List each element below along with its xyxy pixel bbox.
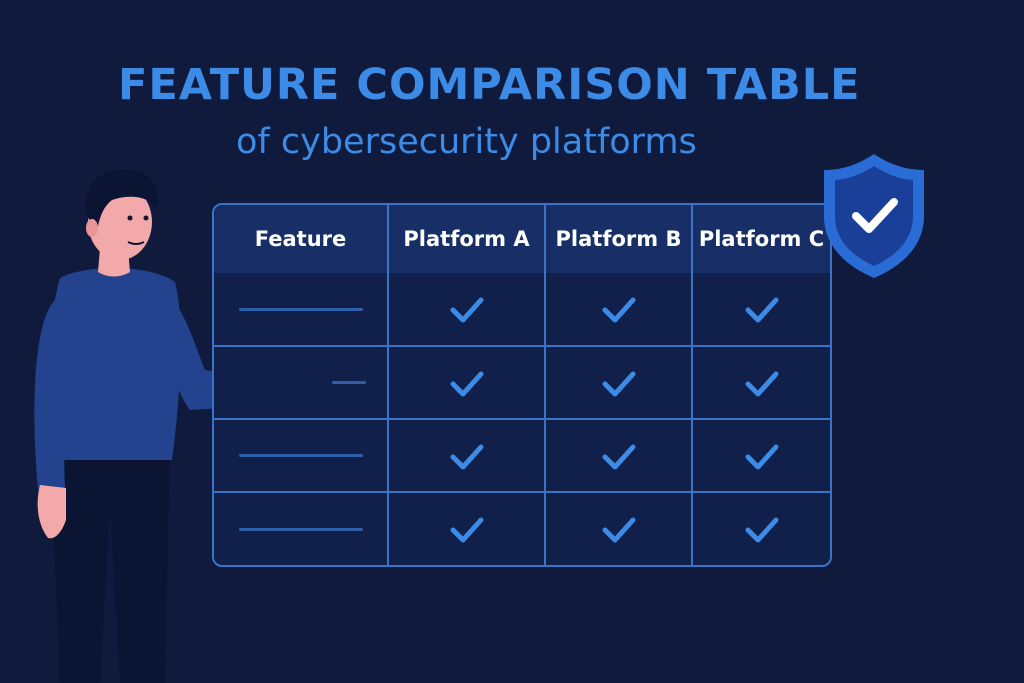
check-icon <box>745 517 778 543</box>
platform-b-cell <box>544 273 693 347</box>
check-icon <box>602 444 635 469</box>
platform-c-cell <box>691 345 830 420</box>
table-header-row: Feature Platform A Platform B Platform C <box>214 205 830 273</box>
platform-b-cell <box>544 491 693 565</box>
check-icon <box>745 444 778 469</box>
check-icon <box>450 297 483 323</box>
page-subtitle: of cybersecurity platforms <box>236 122 697 162</box>
platform-b-cell <box>544 345 693 420</box>
table-row <box>214 491 830 565</box>
feature-placeholder-line <box>238 307 363 311</box>
check-icon <box>745 371 778 396</box>
check-icon <box>450 371 483 396</box>
column-header-platform-c: Platform C <box>691 205 830 273</box>
feature-cell <box>214 345 389 420</box>
column-header-platform-b: Platform B <box>544 205 693 273</box>
comparison-table: Feature Platform A Platform B Platform C <box>212 203 832 567</box>
check-icon <box>450 444 483 469</box>
feature-cell <box>214 273 389 347</box>
check-icon <box>450 517 483 543</box>
presenter-illustration <box>34 169 320 683</box>
column-header-platform-a: Platform A <box>387 205 546 273</box>
shield-check-icon <box>824 154 924 278</box>
check-icon <box>602 517 635 543</box>
platform-a-cell <box>387 345 546 420</box>
feature-placeholder-line <box>332 381 366 384</box>
check-icon <box>745 297 778 323</box>
check-icon <box>602 297 635 323</box>
table-row <box>214 273 830 347</box>
table-row <box>214 345 830 420</box>
page-title: FEATURE COMPARISON TABLE <box>118 60 861 110</box>
platform-c-cell <box>691 273 830 347</box>
feature-placeholder-line <box>238 527 363 531</box>
feature-placeholder-line <box>238 454 363 457</box>
platform-c-cell <box>691 418 830 493</box>
check-icon <box>602 371 635 396</box>
platform-a-cell <box>387 491 546 565</box>
platform-a-cell <box>387 273 546 347</box>
feature-cell <box>214 418 389 493</box>
platform-a-cell <box>387 418 546 493</box>
table-row <box>214 418 830 493</box>
platform-b-cell <box>544 418 693 493</box>
platform-c-cell <box>691 491 830 565</box>
column-header-feature: Feature <box>214 205 389 273</box>
feature-cell <box>214 491 389 565</box>
